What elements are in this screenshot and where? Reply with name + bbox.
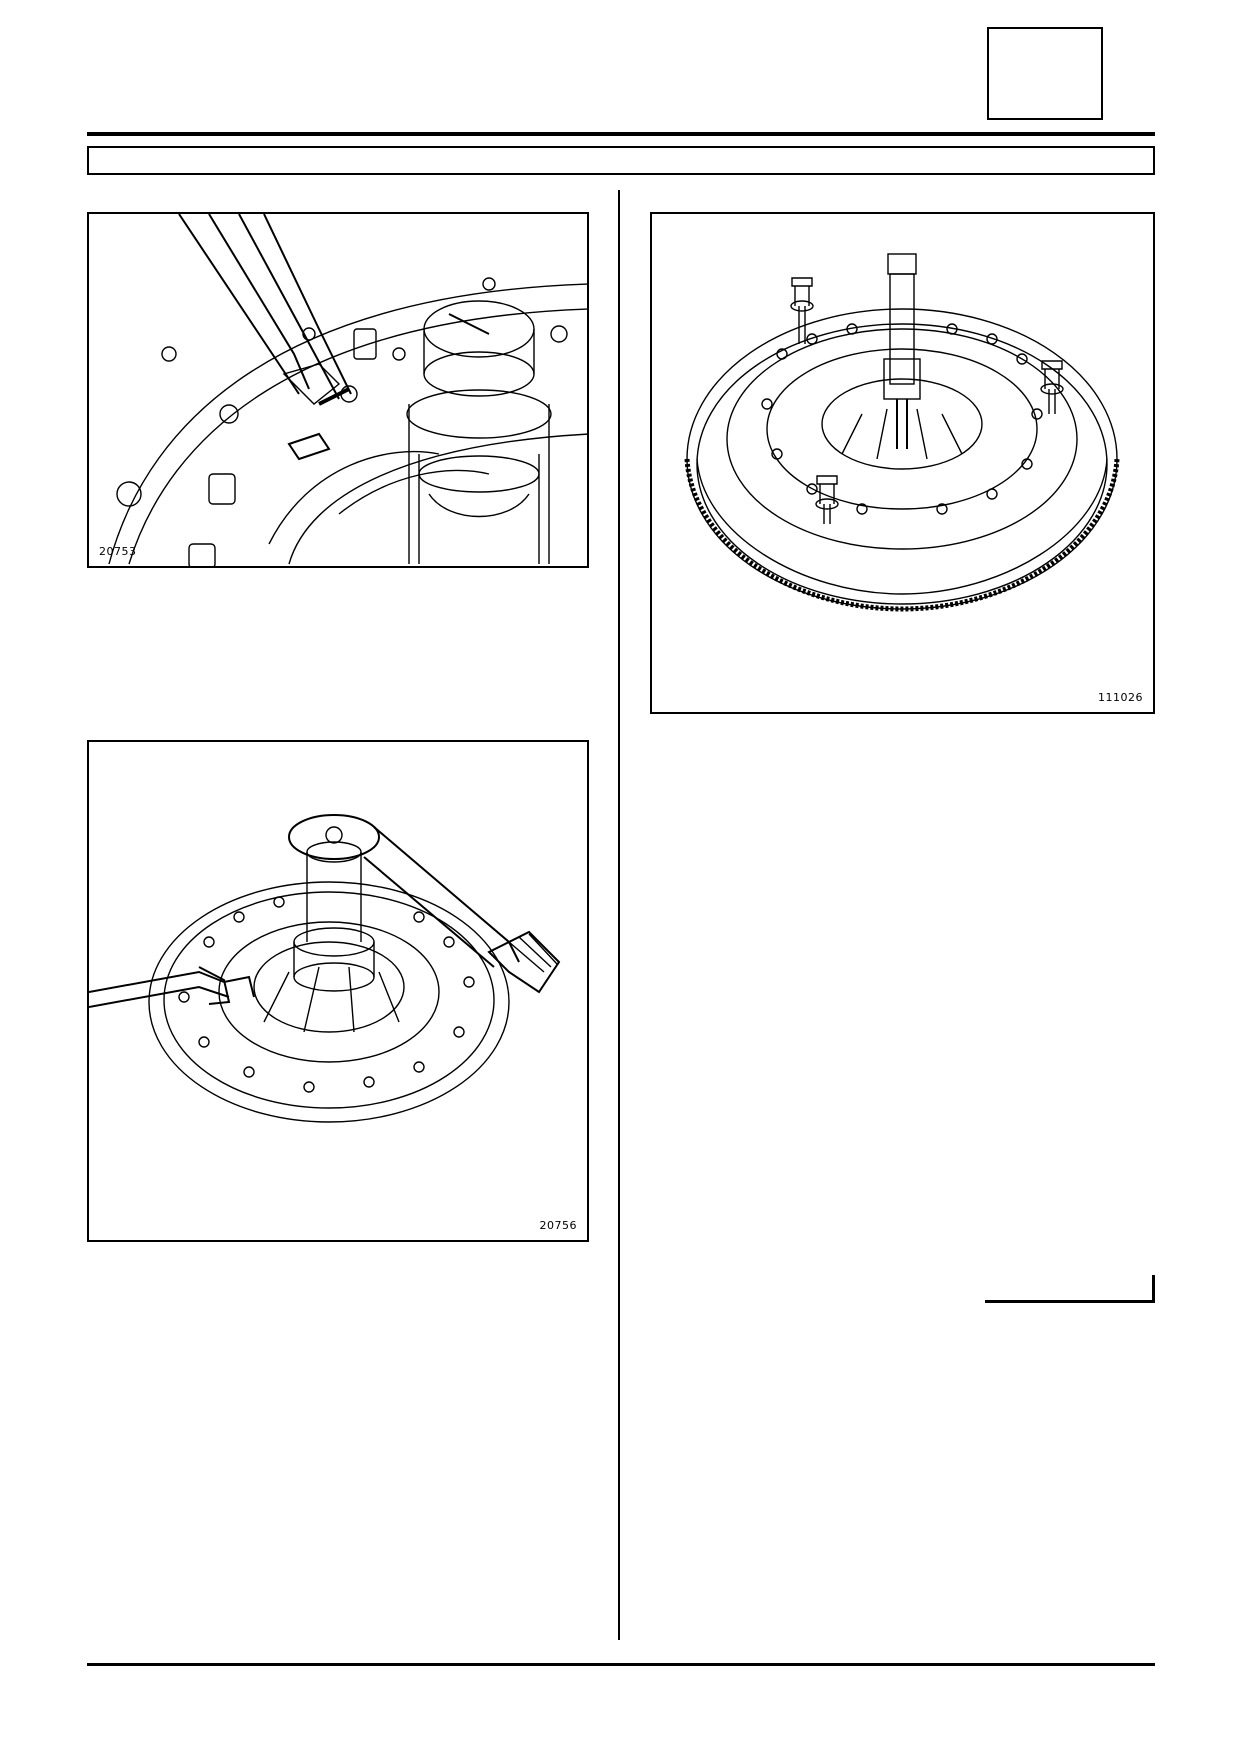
pliers-on-clutch-hub-icon — [108, 214, 587, 566]
figure-b: 20756 — [87, 740, 589, 1242]
footer-rule — [87, 1663, 1155, 1666]
figure-a-label: 20753 — [99, 545, 137, 558]
chapter-box — [987, 27, 1103, 120]
end-bracket-vertical — [1152, 1275, 1155, 1303]
wrench-on-clutch-plate-icon — [89, 814, 561, 1123]
figure-c: 111026 — [650, 212, 1155, 714]
figure-b-label: 20756 — [539, 1219, 577, 1232]
flywheel-with-centering-shaft-icon — [684, 253, 1120, 612]
end-bracket-horizontal — [985, 1300, 1155, 1303]
section-bar — [87, 146, 1155, 175]
figure-c-label: 111026 — [1098, 691, 1143, 704]
figure-a: 20753 — [87, 212, 589, 568]
column-divider — [618, 190, 620, 1640]
header-rule-thick — [87, 132, 1155, 136]
